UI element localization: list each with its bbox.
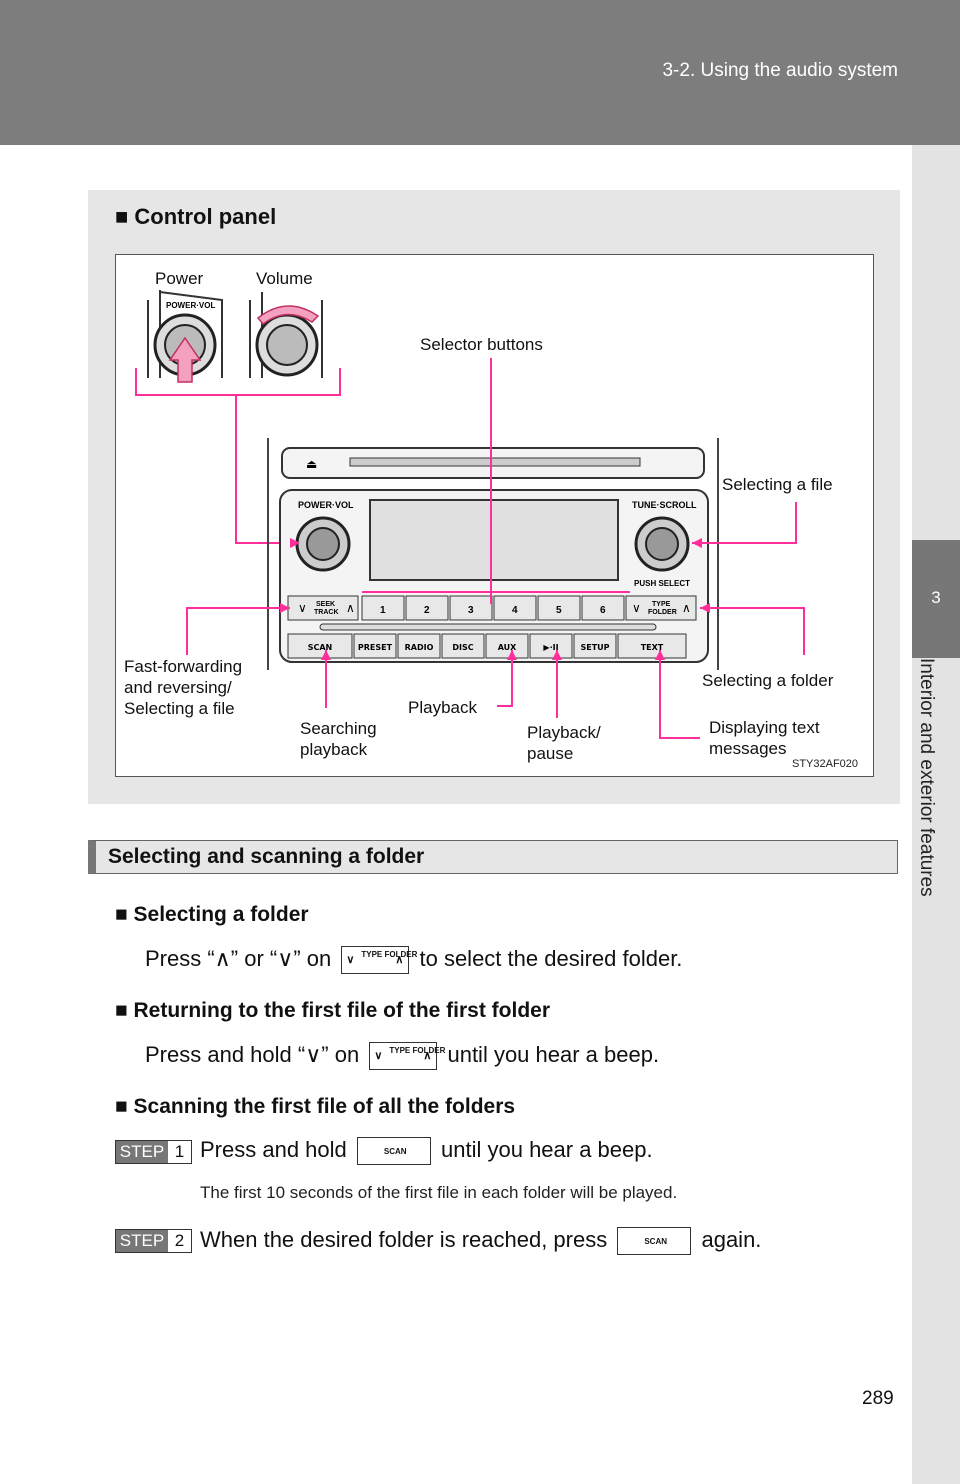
heading-selecting-folder: ■ Selecting a folder <box>115 903 309 926</box>
callout-lines <box>186 358 805 739</box>
function-button <box>397 633 441 659</box>
preset-button <box>493 595 537 621</box>
function-button-label: DISC <box>452 643 473 652</box>
press-arrow-icon <box>168 336 202 383</box>
text-returning-first-file: Press and hold “∨” on ∨ TYPE FOLDER ∧ un… <box>145 1042 659 1071</box>
volume-knob-inset <box>249 292 323 378</box>
label-volume: Volume <box>256 269 313 288</box>
function-button-label: ▶·II <box>543 643 558 652</box>
preset-button-label: 1 <box>380 605 386 616</box>
function-button <box>617 633 687 659</box>
rotate-arrow-icon <box>256 305 320 326</box>
label-playback-pause: Playback/ pause <box>527 723 601 763</box>
function-button-label: RADIO <box>405 643 434 652</box>
preset-button-label: 2 <box>424 605 430 616</box>
power-knob-inset: POWER·VOL <box>147 290 223 383</box>
page-number: 289 <box>862 1388 894 1409</box>
label-selecting-file: Selecting a file <box>722 475 833 494</box>
function-button-label: AUX <box>498 643 517 652</box>
function-button <box>529 633 573 659</box>
chapter-number-box <box>912 540 960 658</box>
label-searching-playback: Searching playback <box>300 719 377 759</box>
svg-text:FOLDER: FOLDER <box>648 609 677 616</box>
svg-text:∧: ∧ <box>682 601 691 615</box>
function-button <box>353 633 397 659</box>
svg-text:POWER·VOL: POWER·VOL <box>298 500 354 510</box>
step-1-text: Press and hold SCAN until you hear a bee… <box>200 1137 653 1166</box>
step-1-note: The first 10 seconds of the first file i… <box>200 1183 678 1202</box>
label-displaying-text: Displaying text messages <box>709 718 820 758</box>
heading-returning-first-file: ■ Returning to the first file of the fir… <box>115 999 551 1022</box>
text-selecting-folder: Press “∧” or “∨” on ∨ TYPE FOLDER ∧ to s… <box>145 946 682 975</box>
figure-code: STY32AF020 <box>792 758 859 770</box>
preset-button-label: 6 <box>600 605 606 616</box>
chapter-number: 3 <box>931 588 941 607</box>
label-selecting-folder: Selecting a folder <box>702 671 834 690</box>
preset-button <box>581 595 625 621</box>
preset-button <box>449 595 493 621</box>
function-button-label: SETUP <box>580 643 609 652</box>
chapter-side-tab <box>912 145 960 1484</box>
step-1-badge: STEP 1 <box>115 1140 192 1164</box>
function-button <box>441 633 485 659</box>
svg-text:∨: ∨ <box>632 601 641 615</box>
heading-scanning-folders: ■ Scanning the first file of all the fol… <box>115 1095 516 1118</box>
section-title: Selecting and scanning a folder <box>108 845 425 868</box>
preset-button-label: 4 <box>512 605 518 616</box>
type-folder-button-icon: ∨ TYPE FOLDER ∧ <box>369 1042 445 1071</box>
header-title: 3-2. Using the audio system <box>662 60 898 81</box>
section-title-bar <box>88 840 898 874</box>
label-fast-forwarding: Fast-forwarding and reversing/ Selecting… <box>124 657 243 718</box>
svg-text:TUNE·SCROLL: TUNE·SCROLL <box>632 500 697 510</box>
svg-text:SEEK: SEEK <box>316 601 335 608</box>
function-button-label: PRESET <box>358 643 393 652</box>
svg-text:TRACK: TRACK <box>314 609 339 616</box>
function-button-label: TEXT <box>641 643 664 652</box>
eject-icon: ⏏ <box>306 457 317 471</box>
svg-text:TYPE: TYPE <box>652 601 671 608</box>
function-button <box>485 633 529 659</box>
function-button <box>287 633 353 659</box>
label-power: Power <box>155 269 204 288</box>
scan-button-icon: SCAN <box>617 1227 692 1256</box>
scan-button-icon: SCAN <box>356 1137 431 1166</box>
type-folder-button-icon: ∨ TYPE FOLDER ∧ <box>341 946 417 975</box>
svg-text:POWER·VOL: POWER·VOL <box>166 301 215 310</box>
svg-text:PUSH SELECT: PUSH SELECT <box>634 579 690 588</box>
page-header <box>0 0 960 145</box>
control-panel-title: ■ Control panel <box>115 204 277 229</box>
step-2-badge: STEP 2 <box>115 1229 192 1253</box>
step-2-text: When the desired folder is reached, pres… <box>200 1227 761 1256</box>
label-playback: Playback <box>408 698 477 717</box>
preset-button <box>405 595 449 621</box>
label-selector-buttons: Selector buttons <box>420 335 543 354</box>
svg-text:∧: ∧ <box>346 601 355 615</box>
function-button-label: SCAN <box>308 643 333 652</box>
audio-head-unit: ⏏ POWER·VOL TUNE·SCROLL PUSH SELECT ∨ ∧ … <box>267 438 719 670</box>
preset-button-label: 5 <box>556 605 562 616</box>
svg-text:∨: ∨ <box>298 601 307 615</box>
function-button <box>573 633 617 659</box>
preset-button <box>361 595 405 621</box>
preset-button <box>537 595 581 621</box>
preset-button-label: 3 <box>468 605 474 616</box>
